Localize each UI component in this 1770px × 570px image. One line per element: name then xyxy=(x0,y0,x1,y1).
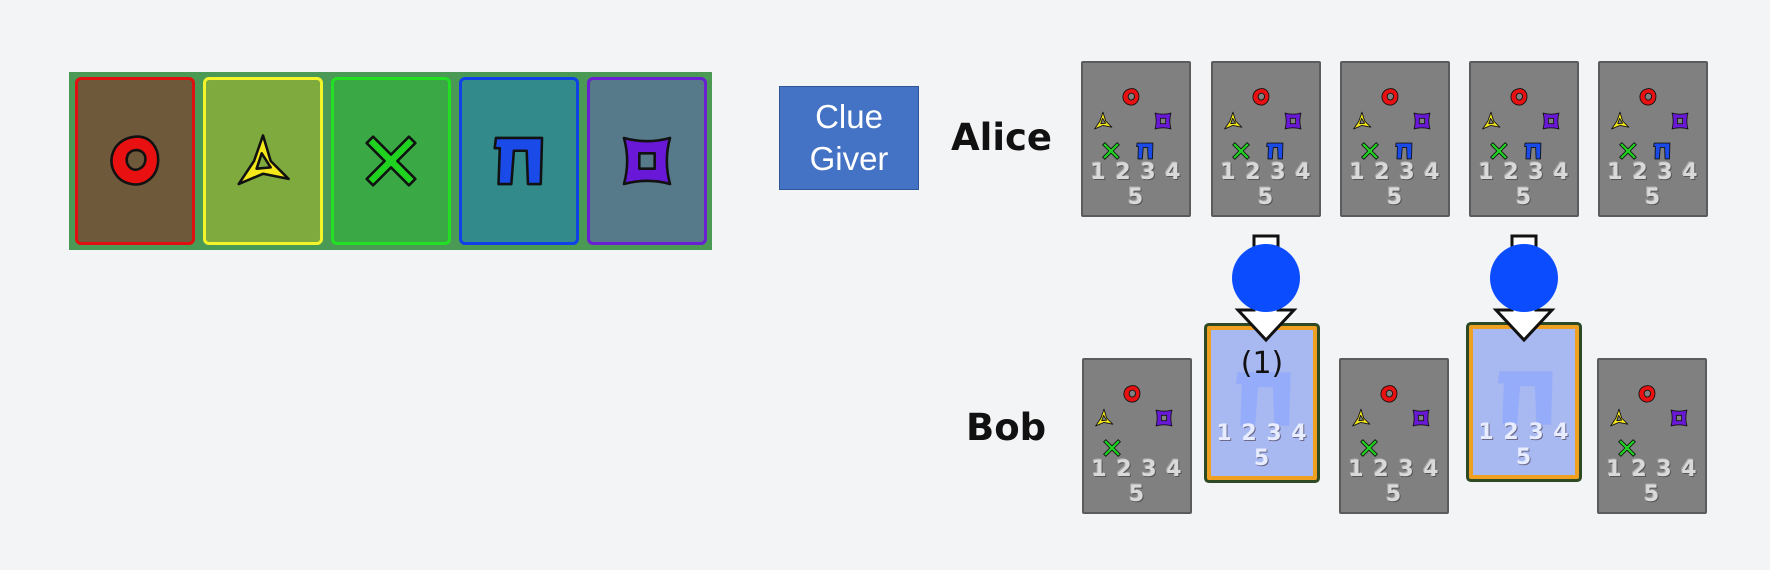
possible-numbers: 1 2 3 4 5 xyxy=(1606,457,1698,507)
clue-giver-line1: Clue xyxy=(815,98,883,135)
yellow-pip-icon xyxy=(1095,408,1114,427)
yellow-pip-icon xyxy=(1352,408,1371,427)
green-pip-icon xyxy=(1619,142,1637,160)
possible-suits xyxy=(1610,385,1688,457)
purple-pip-icon xyxy=(1155,409,1173,427)
clue-color-indicator xyxy=(1232,244,1300,312)
blue-arch-icon xyxy=(1497,371,1553,425)
alice-card-4[interactable]: 1 2 3 4 5 xyxy=(1469,61,1579,217)
possible-suits xyxy=(1611,88,1689,160)
possible-numbers: 1 2 3 4 5 xyxy=(1478,420,1570,470)
play-stacks xyxy=(69,72,712,250)
clue-arrow xyxy=(1226,234,1306,349)
possible-numbers: 1 2 3 4 5 xyxy=(1216,421,1308,471)
stack-yellow[interactable] xyxy=(203,77,323,245)
red-pip-icon xyxy=(1123,385,1141,403)
bob-card-3[interactable]: 1 2 3 4 5 xyxy=(1339,358,1449,514)
red-pip-icon xyxy=(1381,88,1399,106)
red-pip-icon xyxy=(1252,88,1270,106)
clue-color-indicator xyxy=(1490,244,1558,312)
yellow-pip-icon xyxy=(1610,408,1629,427)
clue-arrow xyxy=(1484,234,1564,349)
purple-pip-icon xyxy=(1671,112,1689,130)
red-pip-icon xyxy=(1380,385,1398,403)
green-pip-icon xyxy=(1361,142,1379,160)
bob-card-4[interactable]: 1 2 3 4 5 xyxy=(1469,325,1579,479)
player-name-alice: Alice xyxy=(951,116,1053,159)
stack-red[interactable] xyxy=(75,77,195,245)
possible-suits xyxy=(1224,88,1302,160)
blue-arch-icon xyxy=(493,136,544,186)
purple-pip-icon xyxy=(1284,112,1302,130)
possible-numbers: 1 2 3 4 5 xyxy=(1349,160,1441,210)
possible-suits xyxy=(1094,88,1172,160)
yellow-pip-icon xyxy=(1353,111,1372,130)
green-pip-icon xyxy=(1360,439,1378,457)
possible-suits xyxy=(1353,88,1431,160)
clue-giver-label: Clue Giver xyxy=(779,86,919,190)
green-pip-icon xyxy=(1490,142,1508,160)
possible-suits xyxy=(1095,385,1173,457)
stack-blue[interactable] xyxy=(459,77,579,245)
red-ring-icon xyxy=(110,135,160,186)
yellow-pip-icon xyxy=(1482,111,1501,130)
green-cross-icon xyxy=(365,135,417,187)
stack-purple[interactable] xyxy=(587,77,707,245)
bob-card-2[interactable]: (1) 1 2 3 4 5 xyxy=(1207,326,1317,480)
yellow-triangle-icon xyxy=(237,134,290,186)
alice-card-1[interactable]: 1 2 3 4 5 xyxy=(1081,61,1191,217)
possible-suits xyxy=(1482,88,1560,160)
possible-suits xyxy=(1352,385,1430,457)
blue-pip-icon xyxy=(1395,142,1413,160)
alice-card-2[interactable]: 1 2 3 4 5 xyxy=(1211,61,1321,217)
yellow-pip-icon xyxy=(1224,111,1243,130)
purple-pip-icon xyxy=(1154,112,1172,130)
green-pip-icon xyxy=(1102,142,1120,160)
blue-pip-icon xyxy=(1524,142,1542,160)
alice-card-5[interactable]: 1 2 3 4 5 xyxy=(1598,61,1708,217)
stack-green[interactable] xyxy=(331,77,451,245)
blue-pip-icon xyxy=(1266,142,1284,160)
red-pip-icon xyxy=(1510,88,1528,106)
clue-count-label: (1) xyxy=(1240,346,1284,381)
purple-pip-icon xyxy=(1412,409,1430,427)
bob-card-1[interactable]: 1 2 3 4 5 xyxy=(1082,358,1192,514)
blue-pip-icon xyxy=(1136,142,1154,160)
purple-pip-icon xyxy=(1542,112,1560,130)
purple-square-icon xyxy=(622,136,672,186)
red-pip-icon xyxy=(1638,385,1656,403)
possible-numbers: 1 2 3 4 5 xyxy=(1607,160,1699,210)
purple-pip-icon xyxy=(1670,409,1688,427)
green-pip-icon xyxy=(1618,439,1636,457)
possible-numbers: 1 2 3 4 5 xyxy=(1478,160,1570,210)
yellow-pip-icon xyxy=(1611,111,1630,130)
red-pip-icon xyxy=(1639,88,1657,106)
player-name-bob: Bob xyxy=(966,406,1047,449)
green-pip-icon xyxy=(1103,439,1121,457)
green-pip-icon xyxy=(1232,142,1250,160)
possible-numbers: 1 2 3 4 5 xyxy=(1220,160,1312,210)
yellow-pip-icon xyxy=(1094,111,1113,130)
clue-giver-line2: Giver xyxy=(809,140,889,177)
possible-numbers: 1 2 3 4 5 xyxy=(1348,457,1440,507)
alice-card-3[interactable]: 1 2 3 4 5 xyxy=(1340,61,1450,217)
possible-numbers: 1 2 3 4 5 xyxy=(1091,457,1183,507)
possible-numbers: 1 2 3 4 5 xyxy=(1090,160,1182,210)
blue-arch-icon xyxy=(1235,372,1291,426)
purple-pip-icon xyxy=(1413,112,1431,130)
bob-card-5[interactable]: 1 2 3 4 5 xyxy=(1597,358,1707,514)
red-pip-icon xyxy=(1122,88,1140,106)
blue-pip-icon xyxy=(1653,142,1671,160)
